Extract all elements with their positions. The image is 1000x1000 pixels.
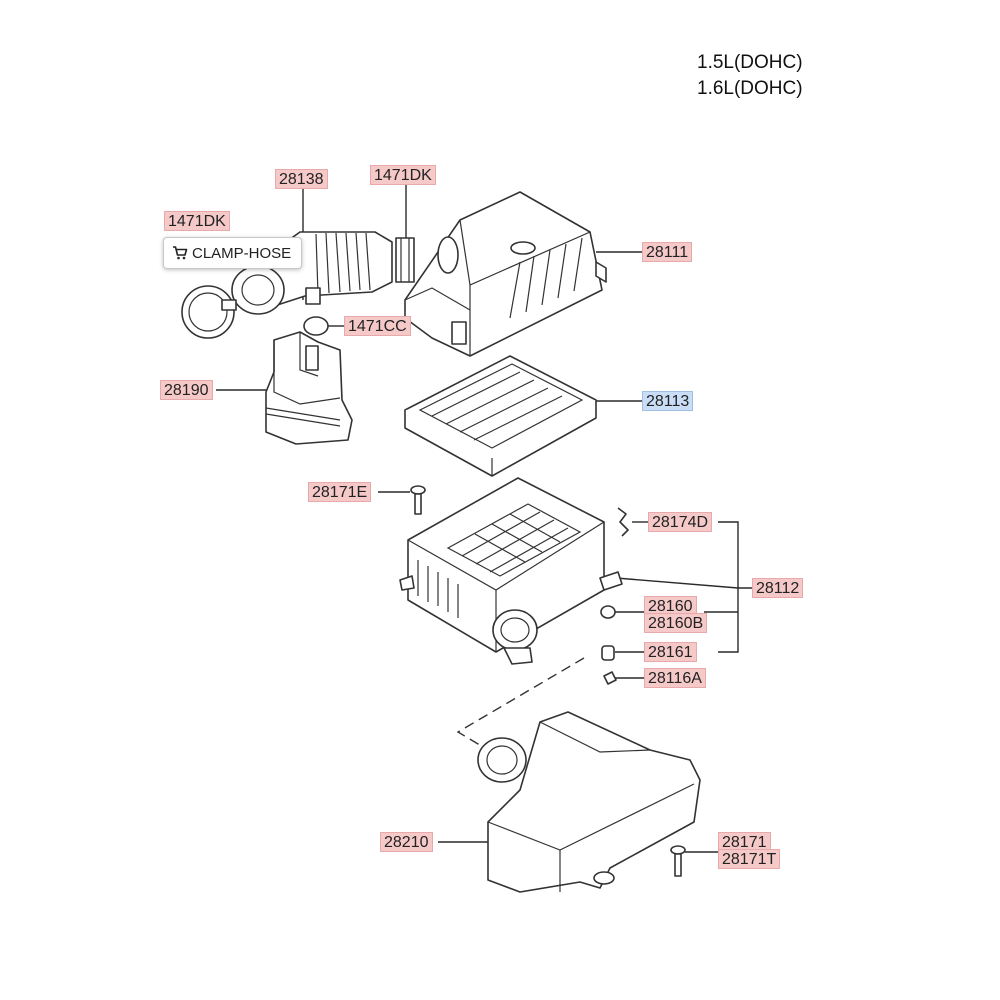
callout-28171t[interactable]: 28171T — [718, 849, 781, 869]
callout-28116a[interactable]: 28116A — [644, 668, 706, 688]
hose-clamps — [181, 237, 415, 339]
callout-28161[interactable]: 28161 — [644, 642, 697, 662]
callout-1471dk-top[interactable]: 1471DK — [370, 165, 436, 185]
engine-variant-2: 1.6L(DOHC) — [697, 78, 803, 99]
engine-variant-1: 1.5L(DOHC) — [697, 52, 803, 73]
small-fasteners — [600, 507, 629, 685]
bolt-28171 — [670, 845, 686, 877]
cart-icon — [173, 246, 188, 260]
tooltip-label: CLAMP-HOSE — [192, 244, 292, 262]
callout-28171e[interactable]: 28171E — [308, 482, 372, 502]
resonator — [265, 331, 353, 445]
air-cleaner-cover — [404, 191, 607, 357]
part-tooltip[interactable]: CLAMP-HOSE — [163, 237, 303, 269]
intake-hose — [231, 231, 393, 315]
callout-28210[interactable]: 28210 — [380, 832, 433, 852]
callout-28112[interactable]: 28112 — [752, 578, 804, 598]
callout-1471cc[interactable]: 1471CC — [344, 316, 411, 336]
callout-1471dk-left[interactable]: 1471DK — [164, 211, 230, 231]
air-cleaner-body — [399, 477, 623, 665]
callout-28174d[interactable]: 28174D — [648, 512, 713, 532]
dashed-connection — [456, 657, 585, 751]
leader-lines — [216, 185, 752, 853]
bolt-28171e — [410, 485, 426, 515]
callout-28160[interactable]: 28160 — [644, 596, 697, 616]
air-intake-duct — [477, 711, 701, 893]
callout-28160b[interactable]: 28160B — [644, 613, 708, 633]
callout-28111[interactable]: 28111 — [642, 242, 693, 262]
callout-28190[interactable]: 28190 — [160, 380, 213, 400]
air-filter-element — [404, 355, 597, 477]
callout-28138[interactable]: 28138 — [275, 169, 328, 189]
callout-28113[interactable]: 28113 — [642, 391, 694, 411]
